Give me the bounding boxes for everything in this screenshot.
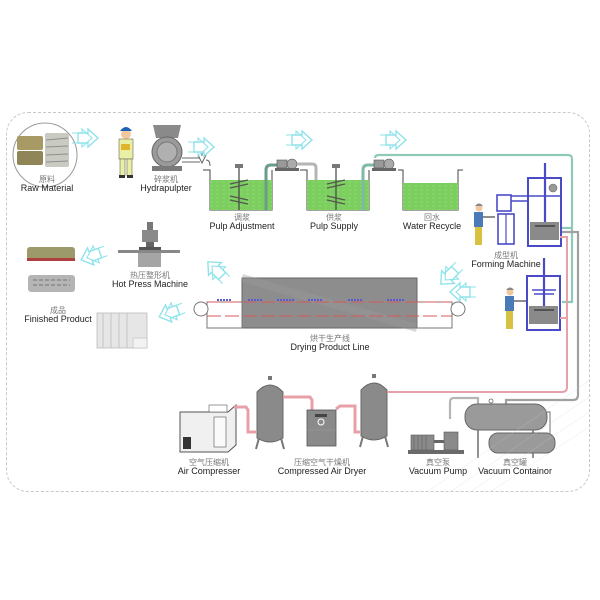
air-dryer-icon: [306, 409, 337, 447]
label-en: Hot Press Machine: [111, 279, 189, 290]
pulp-adjustment-tank: [203, 163, 277, 211]
label-en: Air Compresser: [177, 466, 241, 477]
hydrapulper-icon: [151, 125, 211, 171]
label-en: Compressed Air Dryer: [277, 466, 367, 477]
water-pipe: [562, 228, 574, 304]
flow-arrow-icon: [379, 130, 407, 150]
flow-arrow-icon: [433, 258, 467, 292]
label-cn: 压缩空气干燥机: [294, 458, 350, 467]
water-pipe: [373, 153, 574, 230]
label-cn: 真空罐: [503, 458, 527, 467]
air-compressor-icon: [179, 403, 237, 453]
forming-machine-icon: [496, 163, 562, 247]
label-cn: 原料: [38, 175, 55, 184]
label-forming-machine: 成型机 Forming Machine: [471, 251, 541, 270]
flow-arrow-icon: [449, 282, 477, 302]
flow-arrow-icon: [285, 130, 313, 150]
label-water-recycle: 回水 Water Recycle: [402, 213, 462, 232]
label-en: Pulp Supply: [309, 221, 359, 232]
label-drying-line: 烘干生产线 Drying Product Line: [290, 334, 370, 353]
label-cn: 供浆: [325, 213, 342, 222]
label-en: Vacuum Containor: [478, 466, 552, 477]
label-air-dryer: 压缩空气干燥机 Compressed Air Dryer: [277, 458, 367, 477]
label-cn: 热压整形机: [130, 271, 170, 280]
label-pulp-adjustment: 调浆 Pulp Adjustment: [209, 213, 275, 232]
pump-icon: [372, 158, 396, 171]
worker-icon: [118, 127, 134, 178]
label-hot-press: 热压整形机 Hot Press Machine: [111, 271, 189, 290]
label-cn: 空气压缩机: [188, 458, 229, 467]
label-en: Raw Material: [20, 183, 74, 194]
label-cn: 调浆: [233, 213, 250, 222]
forming-machine-icon: [526, 258, 561, 331]
label-hydrapulpter: 碎浆机 Hydrapulpter: [140, 175, 192, 194]
air-pipe: [335, 404, 360, 434]
vacuum-container-icon: [464, 398, 556, 458]
label-en: Finished Product: [24, 314, 92, 325]
flow-arrow-icon: [155, 298, 188, 326]
air-tank-icon: [359, 374, 389, 448]
water-recycle-tank: [398, 169, 463, 211]
worker-icon: [474, 203, 495, 245]
label-vacuum-pump: 真空泵 Vacuum Pump: [408, 458, 468, 477]
label-cn: 烘干生产线: [309, 334, 350, 343]
label-cn: 真空泵: [425, 458, 450, 467]
diagram-border: [6, 112, 590, 492]
air-pipe: [283, 395, 314, 416]
vacuum-pipe: [504, 230, 580, 406]
label-cn: 回水: [424, 213, 440, 222]
air-pipe: [234, 405, 256, 434]
label-cn: 成品: [49, 306, 66, 315]
air-tank-icon: [255, 376, 285, 450]
label-finished-product: 成品 Finished Product: [24, 306, 92, 325]
air-pipe: [387, 236, 568, 393]
label-cn: 成型机: [494, 251, 518, 260]
vacuum-pump-icon: [408, 431, 464, 454]
label-en: Drying Product Line: [290, 342, 370, 353]
label-vacuum-container: 真空罐 Vacuum Containor: [478, 458, 552, 477]
label-pulp-supply: 供浆 Pulp Supply: [309, 213, 359, 232]
label-raw-material: 原料 Raw Material: [20, 175, 74, 194]
finished-product-icon: [27, 247, 148, 349]
label-en: Vacuum Pump: [408, 466, 468, 477]
label-en: Hydrapulpter: [140, 183, 192, 194]
pump-icon: [275, 158, 299, 171]
raw-material-icon: [12, 122, 78, 188]
label-en: Forming Machine: [471, 259, 541, 270]
label-en: Water Recycle: [402, 221, 462, 232]
pulp-supply-tank: [300, 163, 374, 211]
label-cn: 碎浆机: [154, 175, 178, 184]
worker-icon: [505, 287, 526, 329]
label-air-compressor: 空气压缩机 Air Compresser: [177, 458, 241, 477]
label-en: Pulp Adjustment: [209, 221, 275, 232]
flow-arrow-icon: [187, 137, 215, 157]
drying-line-icon: [193, 274, 466, 332]
vacuum-pipe: [448, 396, 480, 419]
flow-arrow-icon: [77, 241, 110, 269]
hot-press-icon: [118, 222, 180, 267]
flow-arrow-icon: [200, 254, 234, 288]
flow-arrow-icon: [71, 128, 99, 148]
background-decoration: [429, 379, 593, 493]
